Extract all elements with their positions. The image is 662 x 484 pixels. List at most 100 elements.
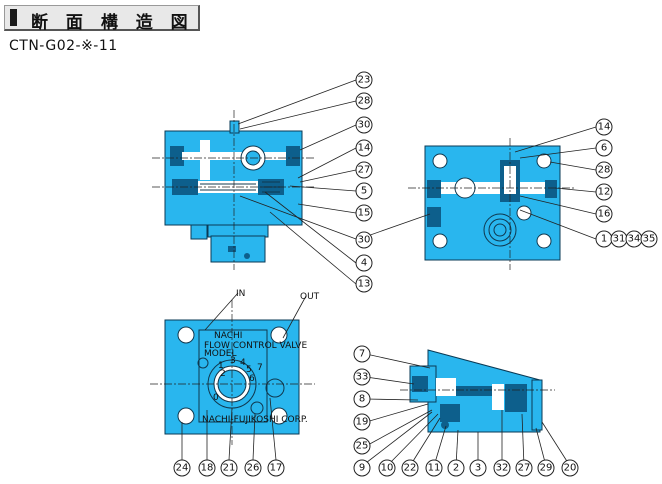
svg-text:27: 27 <box>518 463 531 474</box>
callout-31: 31 <box>610 230 628 248</box>
model-number: CTN-G02-※-11 <box>9 38 118 54</box>
svg-text:31: 31 <box>613 234 626 245</box>
front-cross-passage <box>200 140 210 180</box>
callout-9: 9 <box>353 459 371 477</box>
callout-22: 22 <box>401 459 419 477</box>
svg-text:4: 4 <box>361 258 367 269</box>
callout-15: 15 <box>355 204 373 222</box>
out-leader <box>282 295 307 339</box>
callout-20: 20 <box>561 459 579 477</box>
svg-text:14: 14 <box>598 122 611 133</box>
svg-text:19: 19 <box>356 417 369 428</box>
port-out-label: OUT <box>300 292 320 302</box>
callout-6: 6 <box>595 139 613 157</box>
callout-18: 18 <box>198 459 216 477</box>
callout-28: 28 <box>355 92 373 110</box>
front-top-plug <box>229 120 240 134</box>
front-left-port-plug <box>170 146 184 166</box>
side-view <box>400 349 555 433</box>
svg-text:10: 10 <box>381 463 394 474</box>
svg-text:24: 24 <box>176 463 189 474</box>
callout-11: 11 <box>425 459 443 477</box>
svg-text:35: 35 <box>643 234 656 245</box>
svg-text:9: 9 <box>359 463 365 474</box>
dial-5: 5 <box>246 365 252 375</box>
dial-6: 6 <box>249 374 255 384</box>
callout-21: 21 <box>220 459 238 477</box>
front-bonnet <box>207 224 269 238</box>
svg-text:6: 6 <box>601 143 607 154</box>
plate-title: FLOW CONTROL VALVE <box>204 341 307 351</box>
svg-text:28: 28 <box>358 96 371 107</box>
svg-text:30: 30 <box>358 120 371 131</box>
callout-28-right: 28 <box>595 161 613 179</box>
callout-23: 23 <box>355 71 373 89</box>
callout-29: 29 <box>537 459 555 477</box>
callout-5: 5 <box>355 182 373 200</box>
svg-text:18: 18 <box>201 463 214 474</box>
svg-text:11: 11 <box>428 463 441 474</box>
side-right-plug <box>545 180 557 198</box>
callout-12: 12 <box>595 183 613 201</box>
svg-text:20: 20 <box>564 463 577 474</box>
svg-text:17: 17 <box>270 463 283 474</box>
svg-text:33: 33 <box>356 372 369 383</box>
side-section-view <box>408 138 575 270</box>
callouts: 23 28 30 14 27 5 15 30 4 13 14 6 28 12 1… <box>173 71 658 477</box>
svg-text:27: 27 <box>358 165 371 176</box>
side-lower-plug <box>427 207 441 227</box>
dial-1: 1 <box>218 361 224 371</box>
callout-30-lower: 30 <box>355 231 373 249</box>
callout-26: 26 <box>244 459 262 477</box>
plate-model: MODEL <box>204 349 236 359</box>
front-section-view <box>152 110 315 270</box>
svg-text:15: 15 <box>358 208 371 219</box>
dial-7: 7 <box>257 363 263 373</box>
section-header: 断 面 構 造 図 <box>4 5 200 33</box>
callout-33: 33 <box>353 368 371 386</box>
callout-35: 35 <box>640 230 658 248</box>
front-valve-body <box>164 130 303 226</box>
section-title: 断 面 構 造 図 <box>31 13 194 33</box>
callout-17: 17 <box>267 459 285 477</box>
callout-34: 34 <box>625 230 643 248</box>
svg-text:32: 32 <box>496 463 509 474</box>
callout-32: 32 <box>493 459 511 477</box>
front-right-port-plug <box>286 146 300 166</box>
svg-text:16: 16 <box>598 209 611 220</box>
callout-30: 30 <box>355 116 373 134</box>
svg-text:25: 25 <box>356 441 369 452</box>
svg-text:2: 2 <box>453 463 459 474</box>
callout-13: 13 <box>355 275 373 293</box>
side-view-endplate <box>531 379 543 431</box>
svg-text:5: 5 <box>361 186 367 197</box>
svg-text:34: 34 <box>628 234 641 245</box>
dial-0: 0 <box>213 393 219 403</box>
lock-screw <box>250 401 264 415</box>
svg-text:28: 28 <box>598 165 611 176</box>
callout-27-lower: 27 <box>515 459 533 477</box>
callout-8: 8 <box>353 390 371 408</box>
svg-text:22: 22 <box>404 463 417 474</box>
callout-24: 24 <box>173 459 191 477</box>
callout-19: 19 <box>353 413 371 431</box>
callout-2: 2 <box>447 459 465 477</box>
svg-text:12: 12 <box>598 187 611 198</box>
dial-4: 4 <box>240 358 246 368</box>
front-knob-mark <box>228 246 236 252</box>
callout-7: 7 <box>353 345 371 363</box>
svg-text:30: 30 <box>358 235 371 246</box>
svg-text:26: 26 <box>247 463 260 474</box>
header-bar-mark <box>10 9 17 26</box>
svg-text:7: 7 <box>359 349 365 360</box>
callout-4: 4 <box>355 254 373 272</box>
port-in-label: IN <box>236 289 245 299</box>
svg-text:3: 3 <box>475 463 481 474</box>
callout-10: 10 <box>378 459 396 477</box>
svg-text:23: 23 <box>358 75 371 86</box>
plate-maker: NACHI <box>214 331 242 341</box>
in-leader <box>204 292 239 331</box>
svg-text:1: 1 <box>601 234 607 245</box>
callout-1: 1 <box>595 230 613 248</box>
